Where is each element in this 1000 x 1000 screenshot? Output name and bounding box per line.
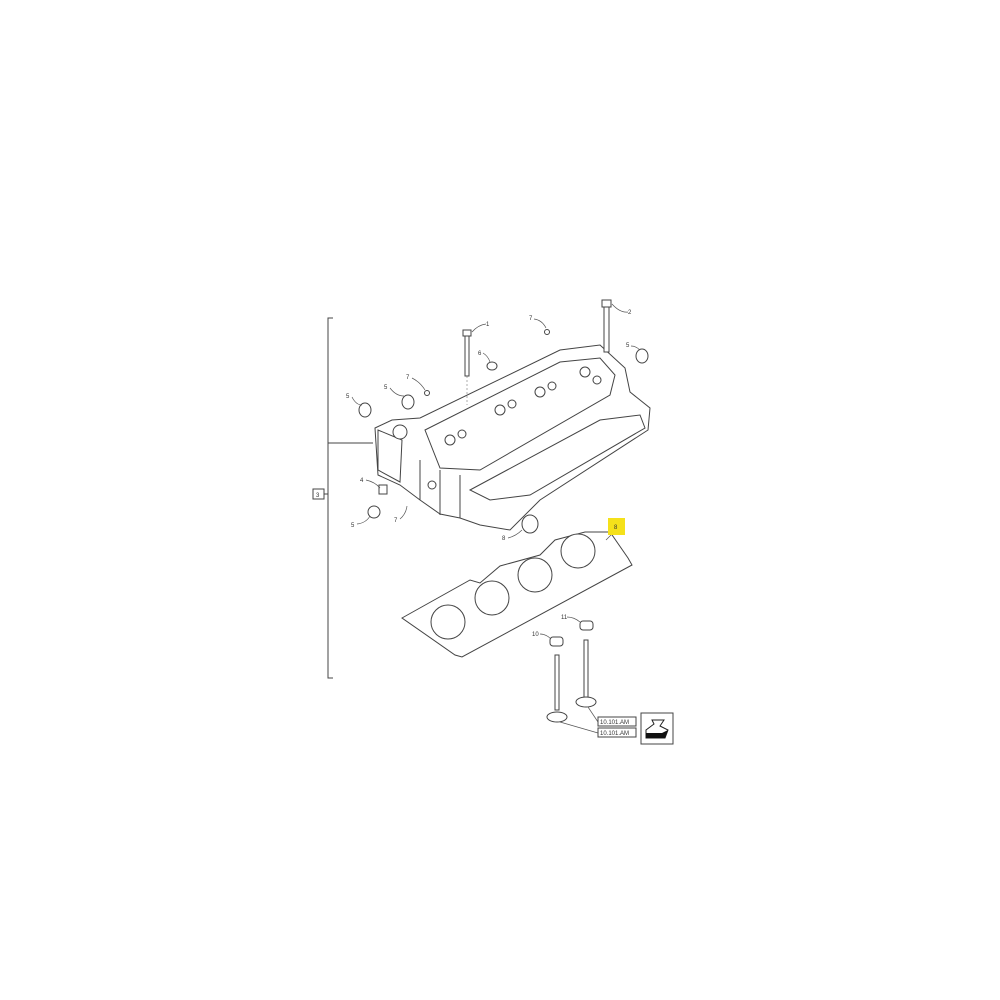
highlight-box: [608, 518, 625, 535]
callout-5[interactable]: 5: [384, 385, 388, 391]
callout-1[interactable]: 1: [486, 322, 490, 328]
arrow-link-icon[interactable]: [640, 712, 674, 745]
callout-5[interactable]: 5: [351, 523, 355, 529]
callout-10[interactable]: 10: [532, 632, 539, 638]
callout-7[interactable]: 7: [406, 375, 410, 381]
plugs-and-seals: [351, 318, 649, 539]
group-bracket: 3: [312, 317, 373, 679]
callout-4[interactable]: 4: [360, 478, 364, 484]
callout-7[interactable]: 7: [394, 518, 398, 524]
callout-2[interactable]: 2: [628, 310, 632, 316]
reference-labels: 10.101.AM 10.101.AM: [597, 716, 637, 738]
cylinder-head: [374, 344, 651, 531]
callout-7[interactable]: 7: [529, 316, 533, 322]
reference-box[interactable]: [597, 727, 637, 738]
callout-3[interactable]: 3: [316, 493, 320, 499]
callout-11[interactable]: 11: [561, 615, 568, 621]
callout-8[interactable]: 8: [502, 536, 506, 542]
reference-label[interactable]: 10.101.AM: [600, 731, 629, 737]
bolt-2: [601, 299, 629, 353]
callout-8-highlighted[interactable]: 8: [614, 525, 618, 531]
reference-box[interactable]: [597, 716, 637, 727]
valves: [539, 616, 599, 734]
bolt-1: [462, 323, 487, 405]
callout-6[interactable]: 6: [478, 351, 482, 357]
callout-5[interactable]: 5: [626, 343, 630, 349]
callout-5[interactable]: 5: [346, 394, 350, 400]
head-gasket: [401, 531, 633, 658]
reference-label[interactable]: 10.101.AM: [600, 720, 629, 726]
